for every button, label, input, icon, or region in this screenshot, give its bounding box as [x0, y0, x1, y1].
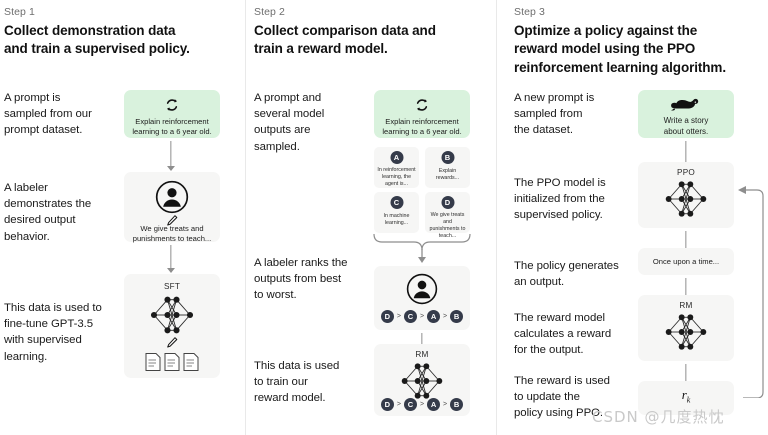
documents-icon	[144, 352, 200, 378]
option-text-a: In reinforcement learning, the agent is.…	[377, 167, 416, 188]
step-2-description-3: This data is used to train our reward mo…	[254, 360, 340, 405]
step-3-prompt-box: Write a story about otters.	[638, 90, 734, 138]
step-2-title-line-1: Collect comparison data and	[254, 23, 436, 38]
option-card-c: C In machine learning...	[374, 192, 419, 233]
step-3-column: Step 3 Optimize a policy against the rew…	[496, 0, 768, 435]
recycle-icon	[414, 97, 430, 118]
step-1-prompt-box: Explain reinforcement learning to a 6 ye…	[124, 90, 220, 138]
step-1-prompt-text: Explain reinforcement learning to a 6 ye…	[132, 117, 212, 137]
pencil-icon	[166, 336, 179, 354]
neural-network-icon	[145, 294, 199, 341]
merge-brace	[372, 233, 472, 269]
step-2-description-2: A labeler ranks the outputs from best to…	[254, 257, 348, 302]
step-3-description-1: A new prompt is sampled from the dataset…	[514, 92, 595, 137]
step-1-description-3: This data is used to fine-tune GPT-3.5 w…	[4, 302, 102, 363]
option-letter-a: A	[390, 151, 403, 164]
rank-gt-1: >	[396, 313, 401, 320]
labeler-person-icon	[406, 273, 438, 310]
step-2-title: Collect comparison data and train a rewa…	[254, 22, 494, 59]
step-2-rm-caption: RM	[415, 350, 429, 359]
option-text-d: We give treats and punishments to teach.…	[429, 212, 466, 240]
rank-gt-3: >	[443, 313, 448, 320]
csdn-watermark: CSDN @几度热忱	[592, 408, 725, 426]
rank-pill-4: B	[450, 310, 464, 323]
column-divider-2	[496, 0, 497, 435]
feedback-loop-arrow	[732, 186, 766, 403]
rm-rank-pill-2: C	[403, 398, 417, 411]
rank-gt-2: >	[419, 313, 425, 320]
step-1-labeler-text: We give treats and punishments to teach.…	[132, 224, 212, 244]
step-3-output-box: Once upon a time...	[638, 248, 734, 275]
rank-pill-1: D	[380, 310, 394, 323]
step-1-title-line-1: Collect demonstration data	[4, 23, 176, 38]
step-1-column: Step 1 Collect demonstration data and tr…	[0, 0, 246, 435]
pencil-icon	[166, 214, 179, 232]
step-3-ppo-caption: PPO	[677, 168, 695, 177]
step-1-title-line-2: and train a supervised policy.	[4, 41, 190, 57]
column-divider-1	[245, 0, 246, 435]
step-3-description-4: The reward model calculates a reward for…	[514, 312, 612, 357]
step-1-title: Collect demonstration data and train a s…	[4, 22, 244, 59]
step-3-description-3: The policy generates an output.	[514, 260, 619, 289]
option-text-b: Explain rewards...	[435, 168, 460, 182]
step-1-description-2: A labeler demonstrates the desired outpu…	[4, 182, 92, 243]
step-3-output-text: Once upon a time...	[652, 257, 720, 266]
step-2-description-1: A prompt and several model outputs are s…	[254, 92, 325, 153]
step-3-title: Optimize a policy against the reward mod…	[514, 22, 764, 77]
step-3-rm-caption: RM	[679, 301, 693, 310]
rm-rank-gt-1: >	[396, 401, 401, 408]
step-3-title-line-2: reward model using the PPO	[514, 41, 696, 57]
step-3-description-5: The reward is used to update the policy …	[514, 375, 610, 420]
step-2-column: Step 2 Collect comparison data and train…	[246, 0, 496, 435]
step-2-title-line-2: train a reward model.	[254, 41, 388, 57]
reward-symbol: rk	[638, 387, 734, 405]
option-letter-c: C	[390, 196, 403, 209]
otter-icon	[670, 96, 702, 118]
step-1-description-1: A prompt is sampled from our prompt data…	[4, 92, 92, 137]
reward-symbol-subscript: k	[686, 395, 691, 405]
step-3-prompt-text: Write a story about otters.	[663, 116, 709, 136]
reward-symbol-r: r	[681, 387, 687, 402]
step-2-labeler-box: D > C > A > B	[374, 266, 470, 330]
rm-rank-gt-3: >	[443, 401, 448, 408]
step-3-description-2: The PPO model is initialized from the su…	[514, 177, 606, 222]
rm-rank-pill-4: B	[450, 398, 464, 411]
step-3-reward-box: rk	[638, 381, 734, 415]
step-2-rm-ranking: D > C > A > B	[374, 398, 470, 411]
rm-rank-pill-3: A	[427, 398, 441, 411]
step-1-label: Step 1	[4, 6, 35, 18]
option-letter-d: D	[441, 196, 454, 209]
neural-network-icon	[660, 312, 712, 357]
step-3-title-line-3: reinforcement learning algorithm.	[514, 59, 726, 75]
step-1-arrow-2	[162, 245, 180, 273]
step-3-title-line-1: Optimize a policy against the	[514, 23, 698, 38]
step-2-rm-box: RM	[374, 344, 470, 416]
step-1-sft-caption: SFT	[163, 282, 181, 291]
option-card-a: A In reinforcement learning, the agent i…	[374, 147, 419, 188]
rm-rank-pill-1: D	[380, 398, 394, 411]
neural-network-icon	[396, 361, 448, 406]
step-2-prompt-text: Explain reinforcement learning to a 6 ye…	[382, 117, 462, 137]
option-letter-b: B	[441, 151, 454, 164]
option-card-d: D We give treats and punishments to teac…	[425, 192, 470, 239]
step-2-label: Step 2	[254, 6, 285, 18]
step-3-rm-box: RM	[638, 295, 734, 361]
step-3-ppo-box: PPO	[638, 162, 734, 228]
rank-pill-3: A	[427, 310, 441, 323]
step-1-arrow-1	[162, 141, 180, 171]
labeler-person-icon	[155, 180, 189, 219]
option-text-c: In machine learning...	[383, 213, 410, 227]
step-3-label: Step 3	[514, 6, 545, 18]
neural-network-icon	[660, 179, 712, 224]
step-2-prompt-box: Explain reinforcement learning to a 6 ye…	[374, 90, 470, 138]
rm-rank-gt-2: >	[419, 401, 425, 408]
option-card-b: B Explain rewards...	[425, 147, 470, 188]
step-1-labeler-box: We give treats and punishments to teach.…	[124, 172, 220, 244]
step-1-sft-box: SFT	[124, 274, 220, 378]
recycle-icon	[164, 97, 180, 118]
rank-pill-2: C	[403, 310, 417, 323]
step-2-labeler-ranking: D > C > A > B	[374, 310, 470, 323]
